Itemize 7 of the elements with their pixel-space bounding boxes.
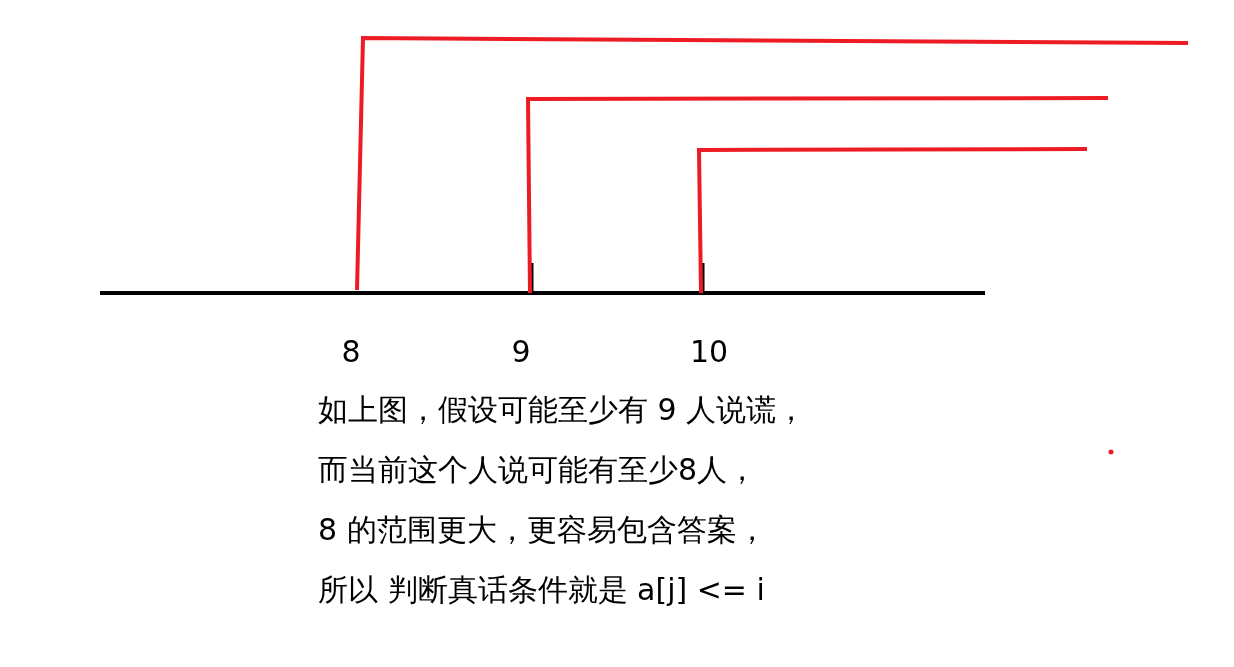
tick-label: 9 [511, 334, 531, 370]
note-text: 所以 判断真话条件就是 a[j] <= i [318, 572, 765, 608]
note-text: 而当前这个人说可能有至少8人， [318, 452, 758, 488]
tick-label: 10 [690, 334, 729, 370]
note-text: 8 的范围更大，更容易包含答案， [318, 512, 767, 548]
note-text: 如上图，假设可能至少有 9 人说谎， [318, 392, 807, 428]
tick-label: 8 [341, 334, 361, 370]
